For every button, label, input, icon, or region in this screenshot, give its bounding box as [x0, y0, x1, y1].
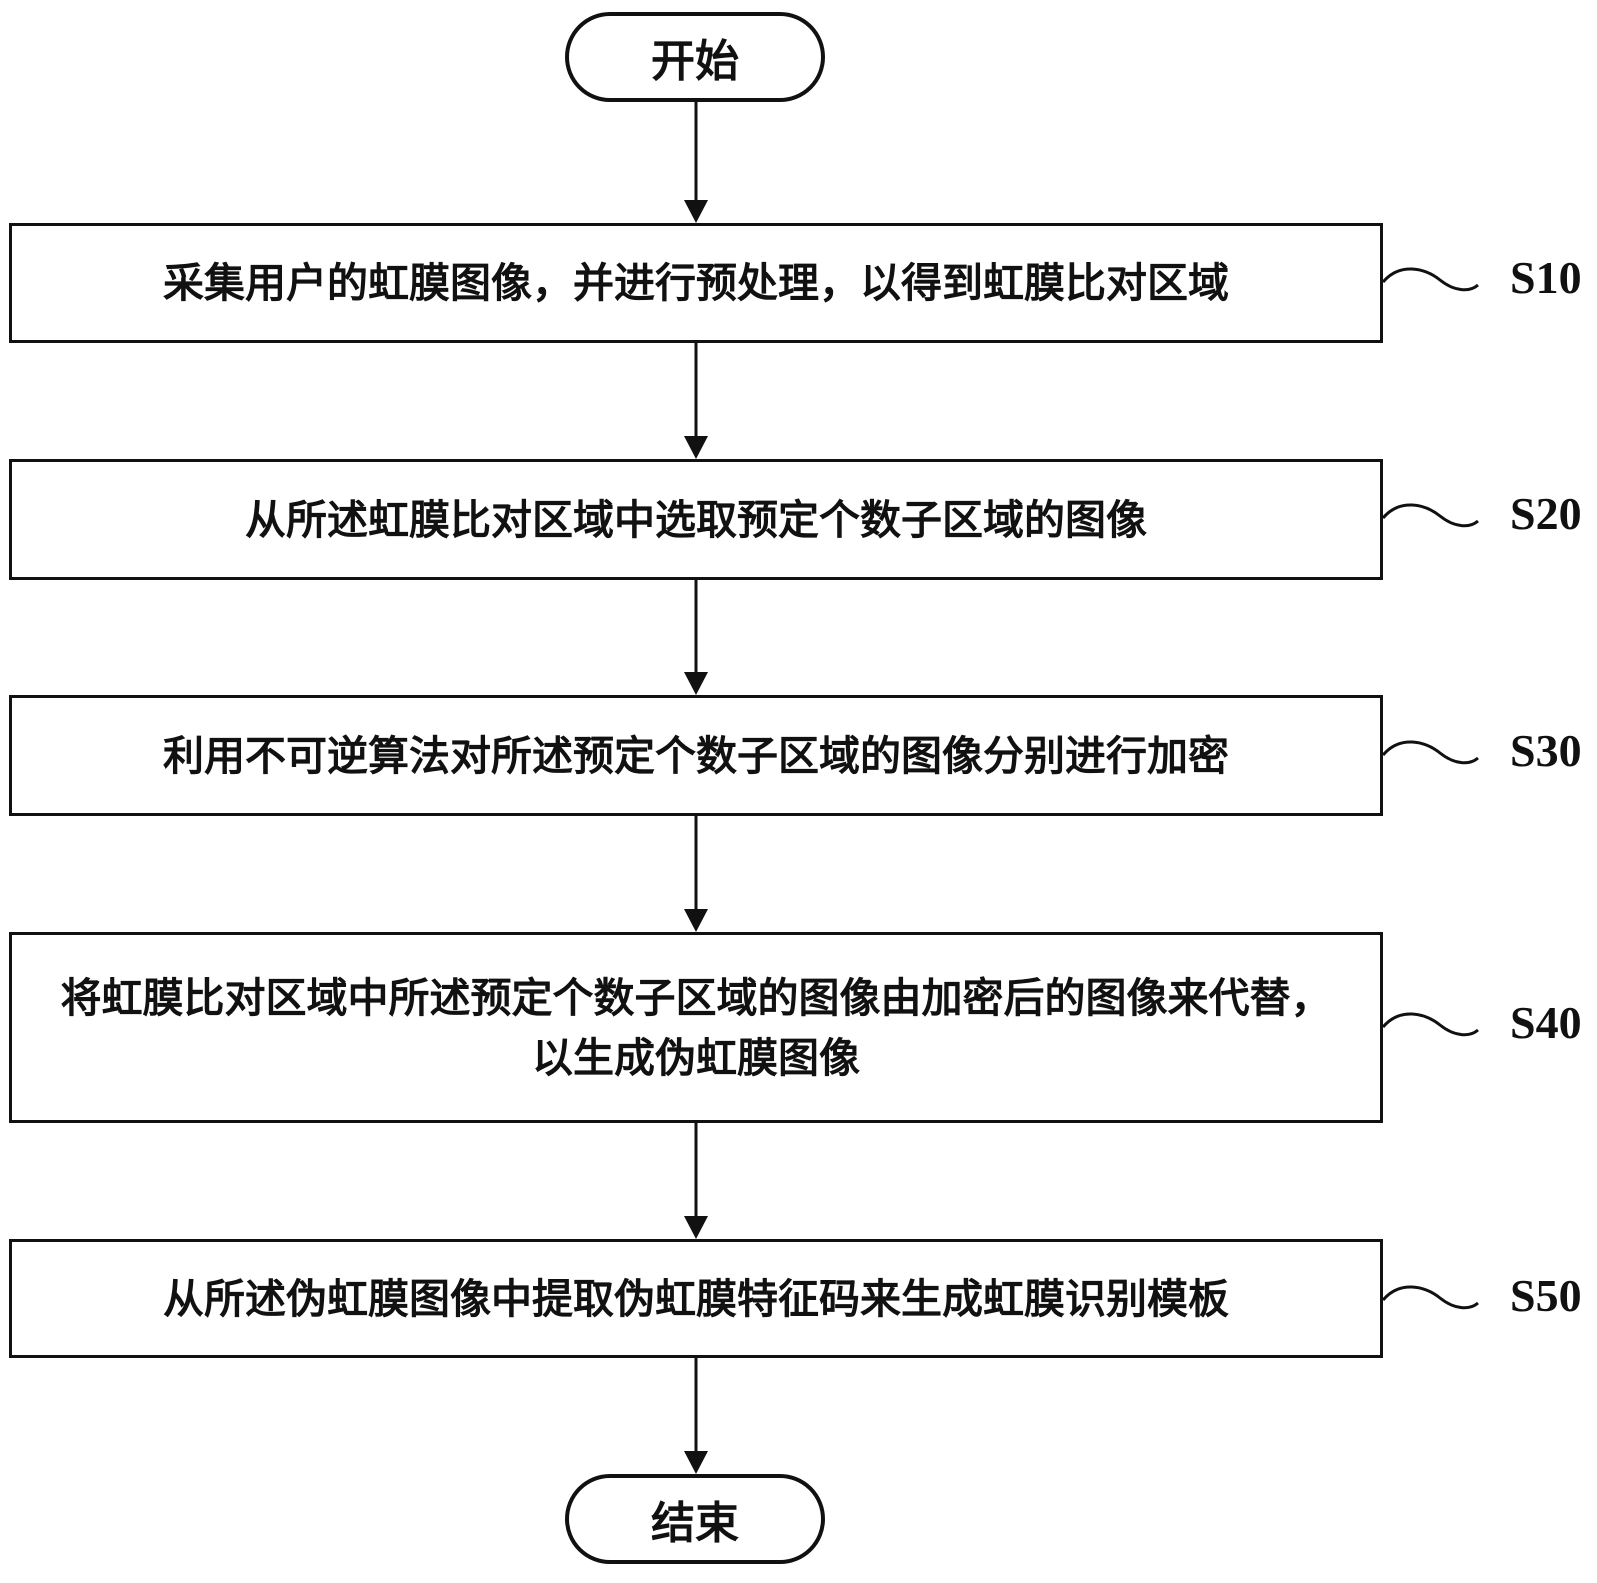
arrowhead-1: [684, 200, 708, 223]
end-label: 结束: [651, 1498, 739, 1549]
step-label-s10: S10: [1510, 252, 1582, 303]
arrowhead-5: [684, 1216, 708, 1239]
tilde-leader-s10: [1381, 267, 1479, 292]
arrowhead-6: [684, 1451, 708, 1474]
tilde-leader-s20: [1381, 503, 1479, 528]
start-label: 开始: [651, 36, 739, 87]
step-text: 利用不可逆算法对所述预定个数子区域的图像分别进行加密: [163, 731, 1229, 780]
step-box-s30: 利用不可逆算法对所述预定个数子区域的图像分别进行加密: [9, 695, 1383, 816]
arrowhead-4: [684, 909, 708, 932]
step-box-s50: 从所述伪虹膜图像中提取伪虹膜特征码来生成虹膜识别模板: [9, 1239, 1383, 1358]
step-text: 从所述虹膜比对区域中选取预定个数子区域的图像: [245, 495, 1147, 544]
step-label-s50: S50: [1510, 1270, 1582, 1321]
tilde-leader-s40: [1381, 1012, 1479, 1037]
step-label-s20: S20: [1510, 488, 1582, 539]
step-text: 将虹膜比对区域中所述预定个数子区域的图像由加密后的图像来代替，以生成伪虹膜图像: [60, 973, 1332, 1082]
step-text: 从所述伪虹膜图像中提取伪虹膜特征码来生成虹膜识别模板: [163, 1274, 1229, 1323]
tilde-leader-s50: [1381, 1285, 1479, 1310]
arrowhead-3: [684, 672, 708, 695]
step-text: 采集用户的虹膜图像，并进行预处理，以得到虹膜比对区域: [163, 259, 1229, 307]
step-box-s10: 采集用户的虹膜图像，并进行预处理，以得到虹膜比对区域: [9, 223, 1383, 343]
arrowhead-2: [684, 436, 708, 459]
tilde-leader-s30: [1381, 740, 1479, 765]
start-terminal: 开始: [565, 12, 825, 102]
end-terminal: 结束: [565, 1474, 825, 1564]
step-box-s40: 将虹膜比对区域中所述预定个数子区域的图像由加密后的图像来代替，以生成伪虹膜图像: [9, 932, 1383, 1123]
step-label-s40: S40: [1510, 997, 1582, 1048]
step-box-s20: 从所述虹膜比对区域中选取预定个数子区域的图像: [9, 459, 1383, 580]
step-label-s30: S30: [1510, 725, 1582, 776]
